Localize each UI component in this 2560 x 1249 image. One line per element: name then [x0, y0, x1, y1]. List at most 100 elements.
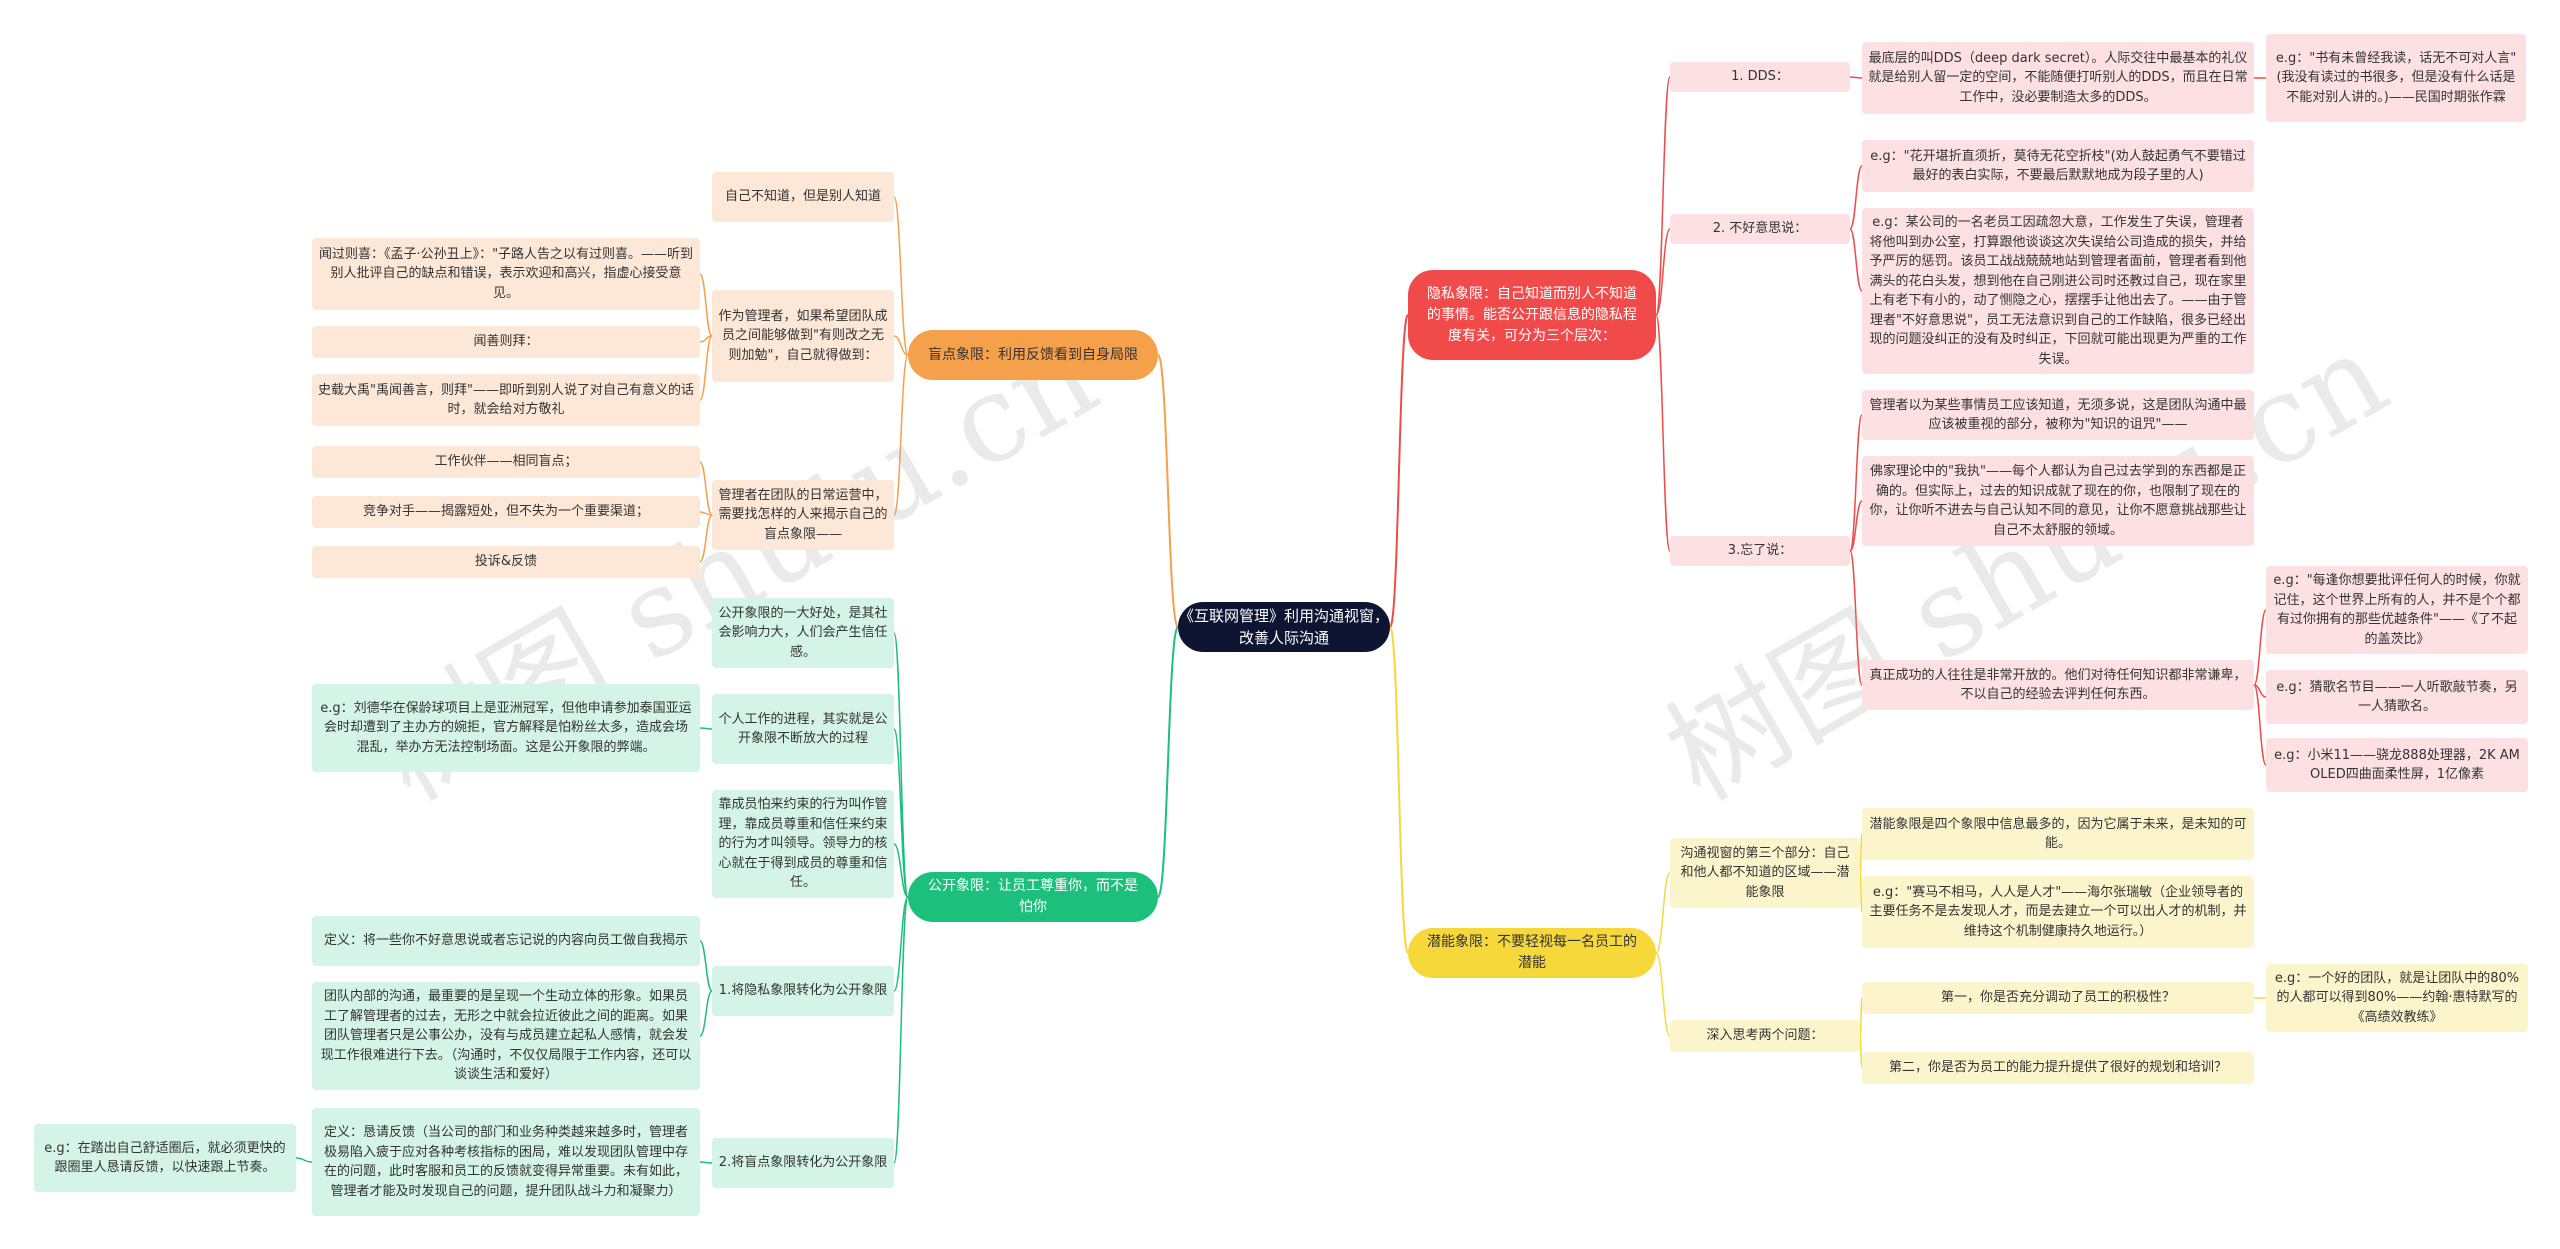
dds-label: 1. DDS：	[1731, 69, 1789, 85]
edge-potential-q2	[1655, 952, 1671, 1037]
blind-child-2c[interactable]: 史载大禹"禹闻善言，则拜"——即听到别人说了对自己有意义的话时，就会给对方敬礼	[312, 374, 700, 426]
public-child-5b-text: e.g：在踏出自己舒适圈后，就必须更快的跟圈里人恳请反馈，以快速跟上节奏。	[44, 1140, 286, 1176]
edge-shy-eg1	[1849, 165, 1863, 230]
edge-blind-c3	[893, 354, 909, 516]
hidden-quadrant-label: 隐私象限：自己知道而别人不知道的事情。能否公开跟信息的隐私程度有关，可分为三个层…	[1427, 285, 1637, 344]
hidden-forget-text-1[interactable]: 管理者以为某些事情员工应该知道，无须多说，这是团队沟通中最应该被重视的部分，被称…	[1862, 390, 2254, 440]
blind-child-3-text: 管理者在团队的日常运营中，需要找怎样的人来揭示自己的盲点象限——	[718, 487, 888, 542]
hidden-shy-node[interactable]: 2. 不好意思说：	[1670, 214, 1850, 244]
potential-child-2a-text: 第一，你是否充分调动了员工的积极性？	[1940, 990, 2175, 1006]
hidden-forget-node[interactable]: 3.忘了说：	[1670, 536, 1850, 566]
hidden-forget-example-3[interactable]: e.g：小米11——骁龙888处理器，2K AMOLED四曲面柔性屏，1亿像素	[2266, 738, 2528, 792]
blind-child-3[interactable]: 管理者在团队的日常运营中，需要找怎样的人来揭示自己的盲点象限——	[712, 480, 894, 550]
blind-child-1-text: 自己不知道，但是别人知道	[724, 189, 881, 205]
root-topic[interactable]: 《互联网管理》利用沟通视窗，改善人际沟通	[1178, 602, 1390, 652]
blind-child-3b[interactable]: 竞争对手——揭露短处，但不失为一个重要渠道；	[312, 496, 700, 528]
public-child-2a-text: e.g：刘德华在保龄球项目上是亚洲冠军，但他申请参加泰国亚运会时却遭到了主办方的…	[320, 700, 692, 755]
potential-child-1a-text: 潜能象限是四个象限中信息最多的，因为它属于未来，是未知的可能。	[1869, 816, 2247, 852]
edge-forget-t3	[1849, 550, 1863, 686]
blind-child-3a[interactable]: 工作伙伴——相同盲点；	[312, 446, 700, 478]
dds-example-text: e.g："书有未曾经我读，话无不可对人言"(我没有读过的书很多，但是没有什么话是…	[2275, 50, 2517, 105]
potential-quadrant-topic[interactable]: 潜能象限：不要轻视每一名员工的潜能	[1408, 928, 1656, 978]
potential-child-2[interactable]: 深入思考两个问题：	[1670, 1020, 1860, 1052]
potential-child-1-text: 沟通视窗的第三个部分：自己和他人都不知道的区域——潜能象限	[1680, 845, 1850, 900]
hidden-shy-example-2[interactable]: e.g：某公司的一名老员工因疏忽大意，工作发生了失误，管理者将他叫到办公室，打算…	[1862, 208, 2254, 374]
edge-q1-b	[1859, 872, 1863, 913]
public-child-4[interactable]: 1.将隐私象限转化为公开象限	[712, 966, 894, 1016]
edge-root-potential	[1389, 626, 1409, 954]
public-child-5[interactable]: 2.将盲点象限转化为公开象限	[712, 1138, 894, 1188]
edge-public-p2	[893, 728, 909, 898]
blind-child-2a-text: 闻过则喜：《孟子·公孙丑上》："子路人告之以有过则喜。——听到别人批评自己的缺点…	[318, 246, 694, 301]
root-label: 《互联网管理》利用沟通视窗，改善人际沟通	[1178, 606, 1389, 648]
edge-dds-desc	[1849, 76, 1863, 79]
edge-hidden-dds	[1655, 76, 1671, 316]
public-child-1-text: 公开象限的一大好处，是其社会影响力大，人们会产生信任感。	[718, 605, 888, 660]
edge-q1-a	[1859, 833, 1863, 874]
public-child-3[interactable]: 靠成员怕来约束的行为叫作管理，靠成员尊重和信任来约束的行为才叫领导。领导力的核心…	[712, 790, 894, 898]
blind-child-3b-text: 竞争对手——揭露短处，但不失为一个重要渠道；	[362, 504, 649, 520]
potential-child-2b[interactable]: 第二，你是否为员工的能力提升提供了很好的规划和培训？	[1862, 1052, 2254, 1084]
blind-child-2-text: 作为管理者，如果希望团队成员之间能够做到"有则改之无则加勉"，自己就得做到：	[718, 308, 888, 363]
edge-p5a-b	[295, 1157, 313, 1163]
potential-child-2-text: 深入思考两个问题：	[1706, 1028, 1824, 1044]
edge-p5-a	[699, 1161, 713, 1164]
edge-forget-eg1	[2253, 609, 2267, 686]
blind-child-3a-text: 工作伙伴——相同盲点；	[434, 454, 578, 470]
blind-child-3c[interactable]: 投诉&反馈	[312, 546, 700, 578]
edge-root-hidden	[1389, 314, 1409, 628]
potential-child-1b[interactable]: e.g："赛马不相马，人人是人才"——海尔张瑞敏（企业领导者的主要任务不是去发现…	[1862, 876, 2254, 948]
edge-c3-a	[699, 461, 713, 516]
forget-example-3-text: e.g：小米11——骁龙888处理器，2K AMOLED四曲面柔性屏，1亿像素	[2274, 747, 2520, 783]
shy-example-1-text: e.g："花开堪折直须折，莫待无花空折枝"(劝人鼓起勇气不要错过最好的表白实际，…	[1870, 148, 2246, 184]
public-child-5b[interactable]: e.g：在踏出自己舒适圈后，就必须更快的跟圈里人恳请反馈，以快速跟上节奏。	[34, 1124, 296, 1192]
potential-child-1[interactable]: 沟通视窗的第三个部分：自己和他人都不知道的区域——潜能象限	[1670, 838, 1860, 908]
shy-example-2-text: e.g：某公司的一名老员工因疏忽大意，工作发生了失误，管理者将他叫到办公室，打算…	[1869, 215, 2247, 367]
edge-p2-a	[699, 727, 713, 730]
hidden-forget-text-3[interactable]: 真正成功的人往往是非常开放的。他们对待任何知识都非常谦卑，不以自己的经验去评判任…	[1862, 660, 2254, 710]
potential-child-2a-example[interactable]: e.g：一个好的团队，就是让团队中的80%的人都可以得到80%——约翰·惠特默写…	[2266, 964, 2528, 1032]
edge-blind-c2	[893, 335, 909, 356]
potential-child-1a[interactable]: 潜能象限是四个象限中信息最多的，因为它属于未来，是未知的可能。	[1862, 808, 2254, 860]
edge-p4-b	[699, 990, 713, 1037]
edge-public-p3	[893, 843, 909, 898]
forget-text-2: 佛家理论中的"我执"——每个人都认为自己过去学到的东西都是正确的。但实际上，过去…	[1869, 464, 2247, 538]
potential-child-2a[interactable]: 第一，你是否充分调动了员工的积极性？	[1862, 982, 2254, 1014]
edge-potential-q1	[1655, 872, 1671, 954]
public-child-5-text: 2.将盲点象限转化为公开象限	[718, 1155, 888, 1171]
public-child-2-text: 个人工作的进程，其实就是公开象限不断放大的过程	[718, 711, 888, 747]
blind-child-2a[interactable]: 闻过则喜：《孟子·公孙丑上》："子路人告之以有过则喜。——听到别人批评自己的缺点…	[312, 238, 700, 310]
edge-c2-a	[699, 273, 713, 337]
hidden-dds-desc[interactable]: 最底层的叫DDS（deep dark secret）。人际交往中最基本的礼仪就是…	[1862, 42, 2254, 114]
public-child-4a[interactable]: 定义：将一些你不好意思说或者忘记说的内容向员工做自我揭示	[312, 916, 700, 966]
potential-quadrant-label: 潜能象限：不要轻视每一名员工的潜能	[1427, 934, 1637, 971]
blind-quadrant-label: 盲点象限：利用反馈看到自身局限	[928, 346, 1138, 363]
blind-quadrant-topic[interactable]: 盲点象限：利用反馈看到自身局限	[908, 330, 1158, 380]
edge-shy-eg2	[1849, 228, 1863, 292]
edge-forget-t1	[1849, 414, 1863, 552]
edge-forget-t2	[1849, 500, 1863, 552]
public-quadrant-topic[interactable]: 公开象限：让员工尊重你，而不是怕你	[908, 872, 1158, 922]
blind-child-2[interactable]: 作为管理者，如果希望团队成员之间能够做到"有则改之无则加勉"，自己就得做到：	[712, 290, 894, 382]
hidden-shy-example-1[interactable]: e.g："花开堪折直须折，莫待无花空折枝"(劝人鼓起勇气不要错过最好的表白实际，…	[1862, 140, 2254, 192]
edge-p4-a	[699, 940, 713, 992]
blind-child-2c-text: 史载大禹"禹闻善言，则拜"——即听到别人说了对自己有意义的话时，就会给对方敬礼	[318, 382, 694, 418]
hidden-dds-node[interactable]: 1. DDS：	[1670, 62, 1850, 92]
edge-blind-c1	[893, 196, 909, 356]
hidden-dds-example[interactable]: e.g："书有未曾经我读，话无不可对人言"(我没有读过的书很多，但是没有什么话是…	[2266, 34, 2526, 122]
potential-child-1b-text: e.g："赛马不相马，人人是人才"——海尔张瑞敏（企业领导者的主要任务不是去发现…	[1869, 884, 2247, 939]
public-child-1[interactable]: 公开象限的一大好处，是其社会影响力大，人们会产生信任感。	[712, 598, 894, 668]
hidden-forget-example-1[interactable]: e.g："每逢你想要批评任何人的时候，你就记住，这个世界上所有的人，并不是个个都…	[2266, 566, 2528, 654]
blind-child-2b[interactable]: 闻善则拜：	[312, 326, 700, 358]
hidden-forget-example-2[interactable]: e.g：猜歌名节目——一人听歌敲节奏，另一人猜歌名。	[2266, 670, 2528, 724]
public-child-4b[interactable]: 团队内部的沟通，最重要的是呈现一个生动立体的形象。如果员工了解管理者的过去，无形…	[312, 982, 700, 1090]
public-child-5a[interactable]: 定义：恳请反馈（当公司的部门和业务种类越来越多时，管理者极易陷入疲于应对各种考核…	[312, 1108, 700, 1216]
blind-child-1[interactable]: 自己不知道，但是别人知道	[712, 172, 894, 222]
hidden-quadrant-topic[interactable]: 隐私象限：自己知道而别人不知道的事情。能否公开跟信息的隐私程度有关，可分为三个层…	[1408, 270, 1656, 360]
public-child-5a-text: 定义：恳请反馈（当公司的部门和业务种类越来越多时，管理者极易陷入疲于应对各种考核…	[323, 1125, 688, 1199]
hidden-forget-text-2[interactable]: 佛家理论中的"我执"——每个人都认为自己过去学到的东西都是正确的。但实际上，过去…	[1862, 456, 2254, 546]
public-child-2a[interactable]: e.g：刘德华在保龄球项目上是亚洲冠军，但他申请参加泰国亚运会时却遭到了主办方的…	[312, 684, 700, 772]
edge-hidden-forget	[1655, 314, 1671, 552]
public-child-4a-text: 定义：将一些你不好意思说或者忘记说的内容向员工做自我揭示	[323, 933, 688, 949]
public-child-2[interactable]: 个人工作的进程，其实就是公开象限不断放大的过程	[712, 694, 894, 764]
